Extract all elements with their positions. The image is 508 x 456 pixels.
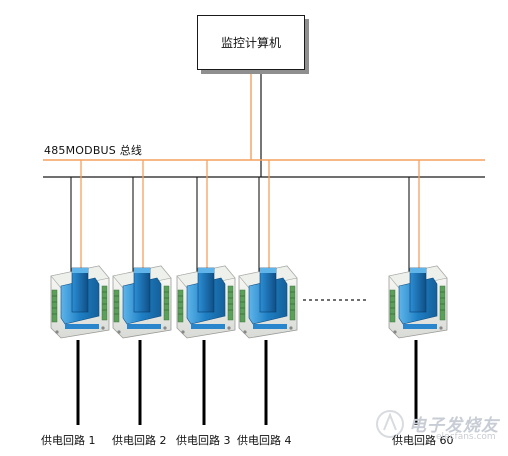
loop-label-2: 供电回路 2 <box>112 434 167 447</box>
io-module-1 <box>50 265 110 339</box>
drop-lines <box>70 160 420 272</box>
io-module-2 <box>112 265 172 339</box>
watermark-text: 电子发烧友 <box>409 416 499 436</box>
loop-label-3: 供电回路 3 <box>176 434 231 447</box>
monitoring-computer: 监控计算机 <box>197 15 305 70</box>
watermark-sub: elecfans.com <box>436 432 496 442</box>
loop-label-4: 供电回路 4 <box>237 434 292 447</box>
watermark-logo-icon <box>376 410 404 438</box>
io-module-60 <box>388 265 448 339</box>
io-module-4 <box>238 265 298 339</box>
loop-label-1: 供电回路 1 <box>41 434 96 447</box>
bus-label: 485MODBUS 总线 <box>44 144 143 157</box>
loop-label-60: 供电回路 60 <box>392 434 454 447</box>
output-cables <box>76 340 418 425</box>
computer-label: 监控计算机 <box>220 36 281 50</box>
io-module-3 <box>176 265 236 339</box>
